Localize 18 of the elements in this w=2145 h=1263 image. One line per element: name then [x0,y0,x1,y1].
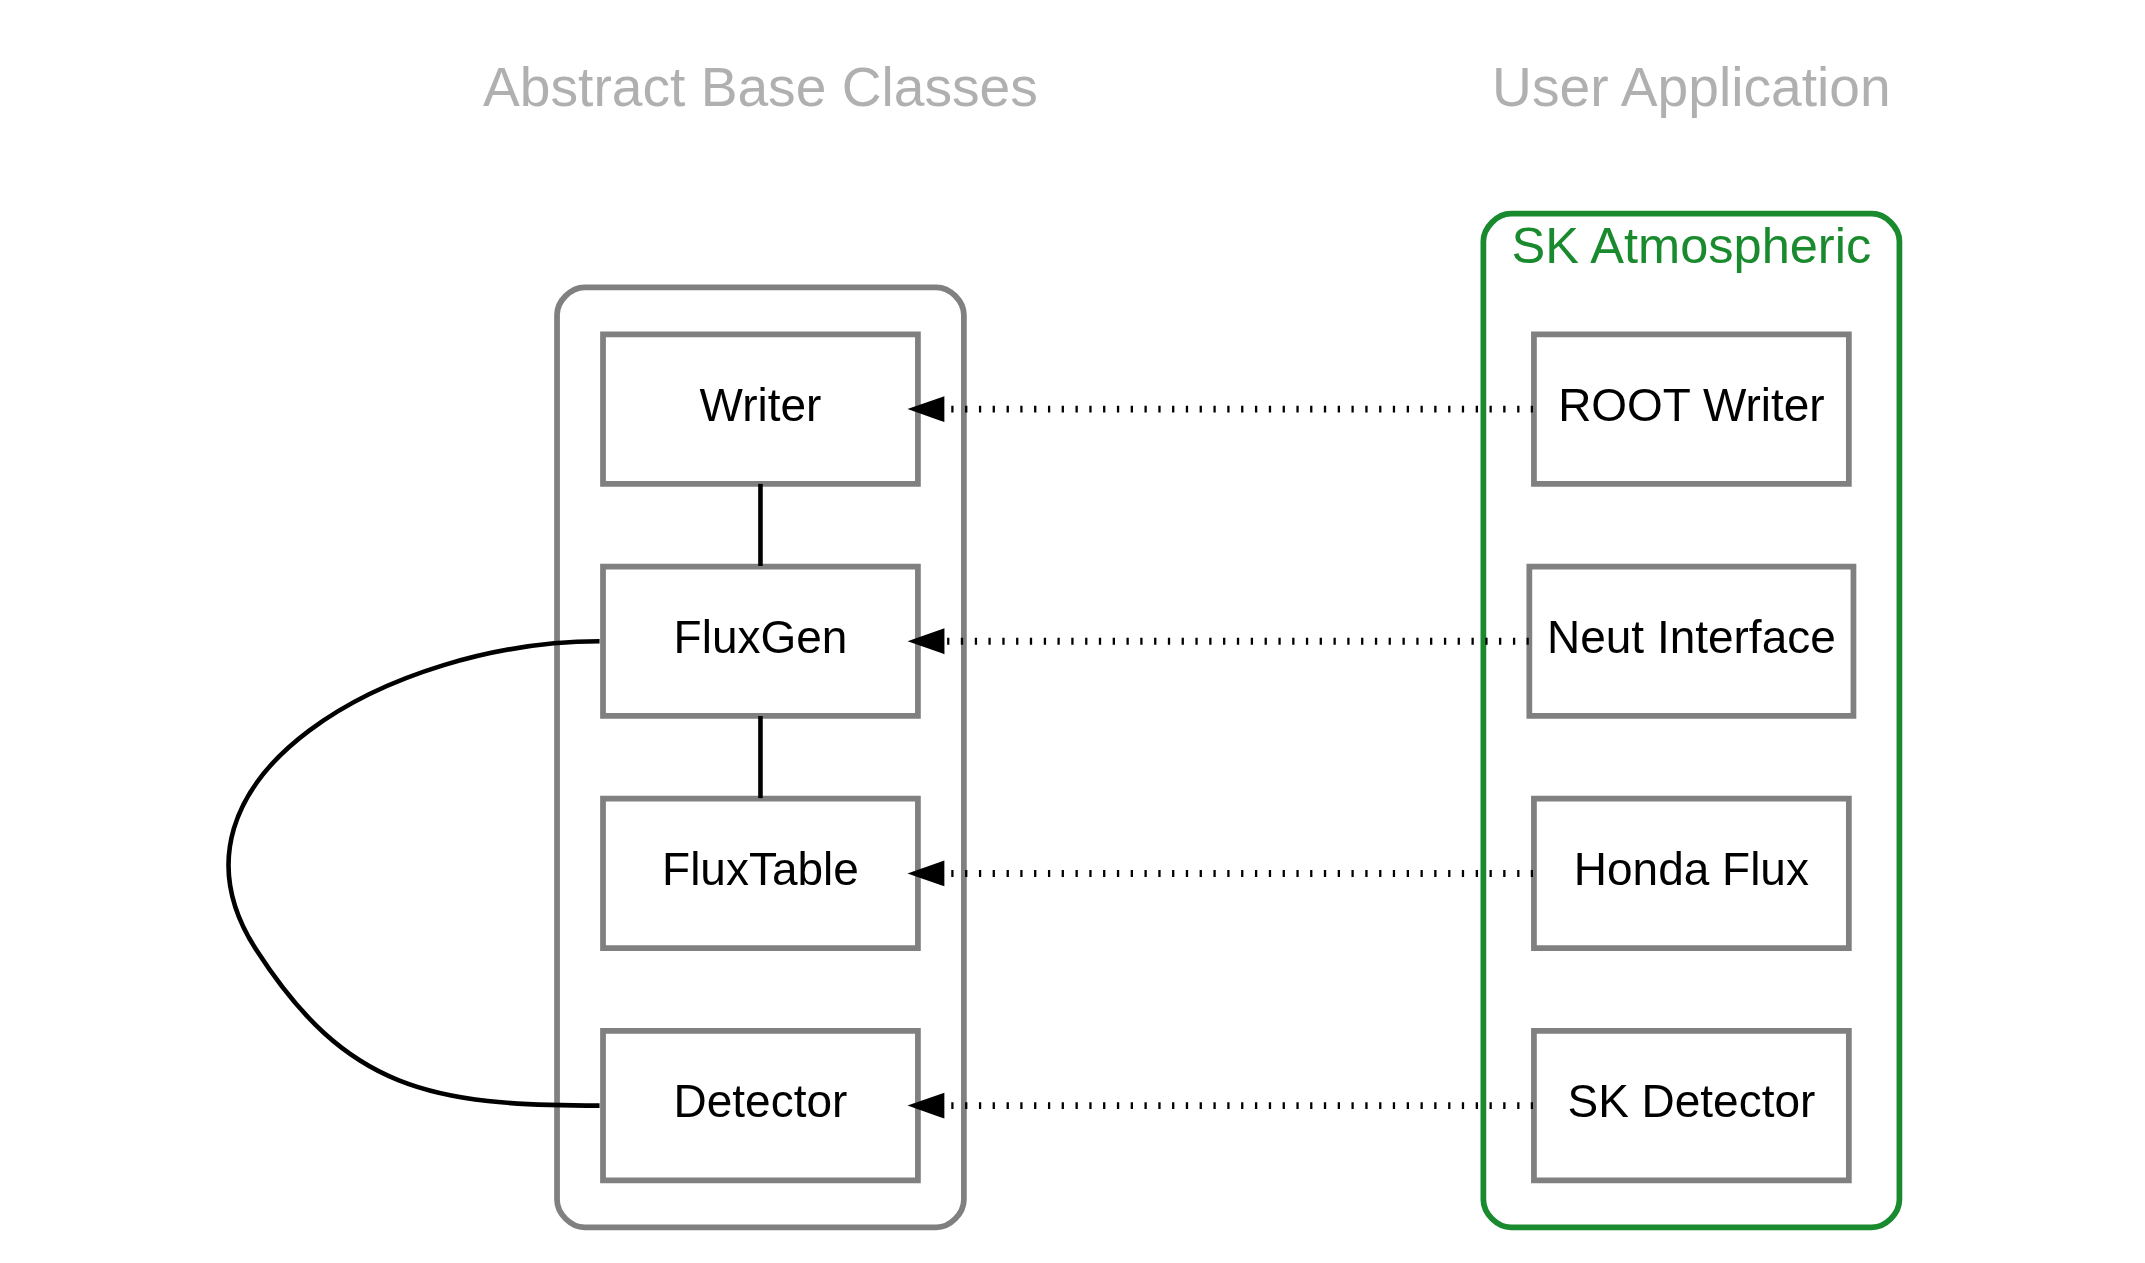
arrow [907,628,1529,655]
node-box: FluxGen [599,563,921,719]
label: User Application [1491,56,1891,119]
arrow [907,1092,1533,1119]
arrow [907,860,1533,887]
node-box: SK Detector [1530,1028,1852,1184]
node-box: ROOT Writer [1530,331,1852,487]
cluster [553,284,967,1231]
node-box: Honda Flux [1530,795,1852,951]
label: Abstract Base Classes [482,56,1038,119]
node-box: Writer [599,331,921,487]
node-box: Neut Interface [1525,563,1856,719]
node-box: FluxTable [599,795,921,951]
arrow [907,396,1533,423]
connector [757,716,763,799]
connector [757,483,763,566]
connector [226,638,600,1108]
node-box: Detector [599,1028,921,1184]
